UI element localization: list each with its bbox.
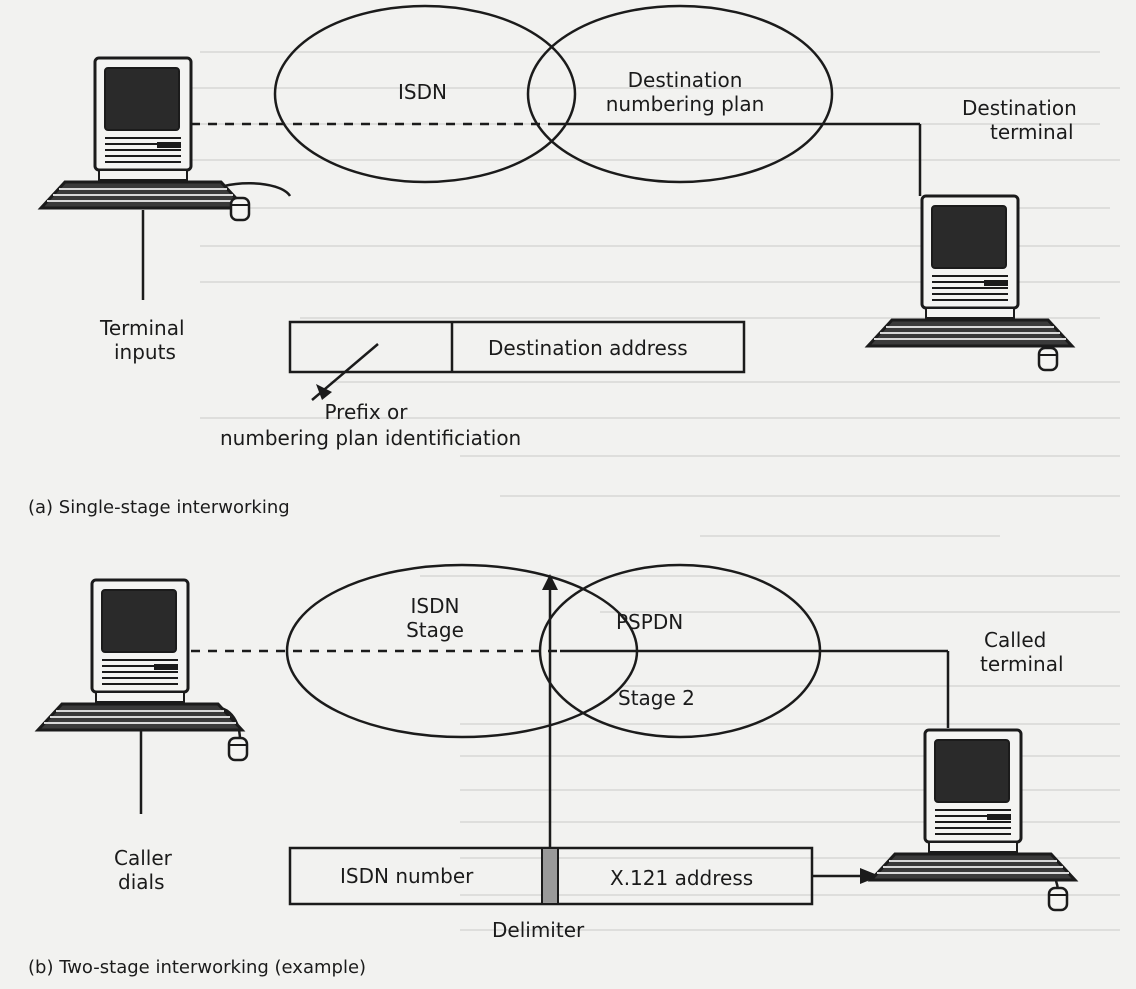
destination-plan-label: Destination numbering plan [600, 68, 770, 116]
mouse-icon [1037, 346, 1059, 372]
caller-dials-line2: dials [118, 870, 165, 894]
isdn-stage-label: ISDN Stage [400, 594, 470, 642]
destination-terminal-label: Destination terminal [962, 96, 1077, 144]
mouse-icon [229, 196, 251, 222]
caller-dials-label: Caller dials [114, 846, 172, 894]
destination-address-field: Destination address [488, 336, 688, 360]
mouse-icon [1047, 886, 1069, 912]
destination-plan-line2: numbering plan [605, 92, 765, 116]
called-terminal-line2: terminal [980, 652, 1064, 676]
terminal-inputs-line1: Terminal [100, 316, 185, 340]
computer-terminal-icon [36, 578, 244, 732]
terminal-inputs-label: Terminal inputs [100, 316, 185, 364]
computer-terminal-icon [869, 728, 1077, 882]
called-terminal-label: Called terminal [980, 628, 1064, 676]
isdn-number-field: ISDN number [340, 864, 474, 888]
isdn-stage-line1: ISDN [410, 594, 460, 618]
prefix-line2: numbering plan identificiation [220, 426, 522, 450]
terminal-inputs-line2: inputs [114, 340, 176, 364]
prefix-label: Prefix or [246, 400, 486, 424]
caller-dials-line1: Caller [114, 846, 172, 870]
destination-terminal-line1: Destination [962, 96, 1077, 120]
mouse-icon [227, 736, 249, 762]
x121-address-field: X.121 address [610, 866, 754, 890]
computer-terminal-icon [866, 194, 1074, 348]
computer-terminal-icon [39, 56, 247, 210]
prefix-line1: Prefix or [324, 400, 408, 424]
isdn-network-label: ISDN [398, 80, 447, 104]
caption-single-stage: (a) Single-stage interworking [28, 497, 290, 518]
destination-plan-line1: Destination [627, 68, 743, 92]
destination-terminal-line2: terminal [990, 120, 1074, 144]
stage-2-label: Stage 2 [618, 686, 695, 710]
delimiter-label: Delimiter [492, 918, 585, 942]
caption-two-stage: (b) Two-stage interworking (example) [28, 957, 367, 978]
pspdn-label: PSPDN [616, 610, 684, 634]
isdn-stage-line2: Stage [406, 618, 464, 642]
called-terminal-line1: Called [984, 628, 1047, 652]
